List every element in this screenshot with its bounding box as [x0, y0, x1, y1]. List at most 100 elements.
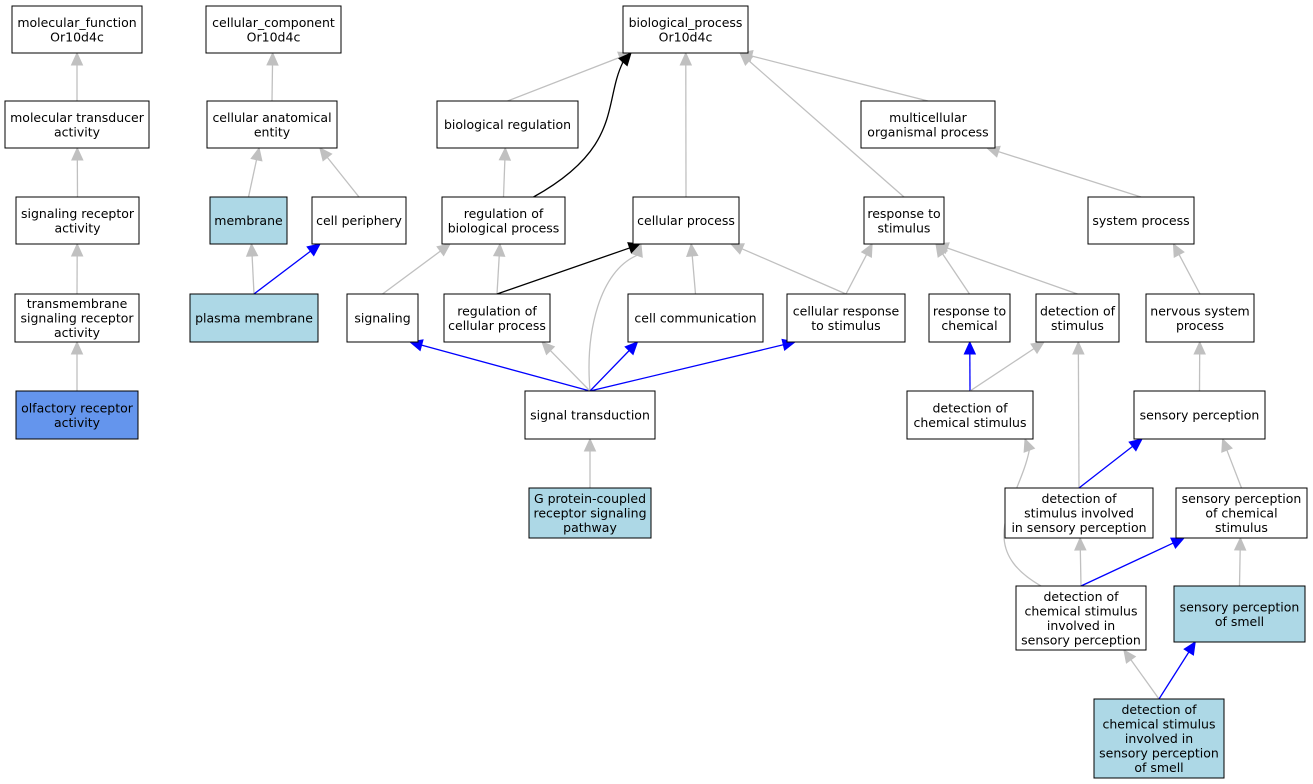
go-term-label-line: biological regulation — [444, 117, 571, 132]
edge-line — [751, 55, 929, 102]
relation-edge-is-a — [1233, 536, 1247, 587]
go-term-label-line: response to — [933, 303, 1006, 318]
go-term-label-line: stimulus involved — [1024, 506, 1134, 521]
edge-line — [421, 344, 591, 392]
go-term-label-line: molecular_function — [17, 15, 136, 30]
relation-edge-is-a — [1123, 649, 1160, 700]
edge-arrowhead — [1183, 640, 1196, 656]
go-term-label-line: chemical stimulus — [1102, 717, 1215, 732]
go-term-label-line: organismal process — [867, 124, 988, 139]
go-term-label-line: cellular anatomical — [212, 110, 331, 125]
edge-arrowhead — [1074, 536, 1087, 551]
edge-arrowhead — [319, 147, 333, 162]
edge-line — [253, 250, 311, 295]
relation-edge-is-a — [679, 51, 693, 198]
go-term-label-line: Or10d4c — [659, 29, 713, 44]
relation-edge-is-a — [588, 242, 643, 392]
edge-arrowhead — [436, 243, 451, 257]
relation-edge-is-a — [738, 50, 929, 102]
go-term-label-line: process — [1176, 318, 1224, 333]
go-term-label-line: chemical stimulus — [913, 415, 1026, 430]
go-term-label-line: detection of — [1121, 702, 1197, 717]
go-term-label-line: biological_process — [629, 15, 743, 30]
edge-arrowhead — [679, 51, 693, 66]
go-term-label-line: regulation of — [464, 206, 544, 221]
go-term-label-line: plasma membrane — [195, 311, 313, 326]
go-term-node-signal-transduction: signal transduction — [524, 390, 656, 440]
edge-line — [1226, 449, 1243, 489]
go-term-label-line: signaling receptor — [21, 206, 135, 221]
edge-line — [589, 344, 784, 392]
go-term-label-line: involved in — [1125, 731, 1193, 746]
go-term-label-line: detection of — [1040, 303, 1116, 318]
edge-arrowhead — [860, 242, 873, 258]
go-term-box — [15, 196, 140, 245]
go-term-box — [1175, 487, 1308, 539]
go-term-label-line: regulation of — [457, 303, 537, 318]
edge-line — [1238, 549, 1241, 587]
edge-arrowhead — [1072, 340, 1085, 355]
edge-line — [741, 248, 847, 295]
edge-line — [748, 60, 905, 198]
go-term-label-line: molecular transducer — [10, 110, 145, 125]
go-term-label-line: of chemical — [1205, 506, 1277, 521]
go-term-label-line: activity — [54, 325, 101, 340]
go-term-label-line: signal transduction — [530, 408, 650, 423]
go-term-box — [1015, 585, 1147, 651]
go-term-box — [632, 196, 740, 245]
relation-edge-is-a — [541, 341, 591, 392]
go-term-label-line: cell communication — [634, 311, 756, 326]
edge-arrowhead — [492, 242, 506, 257]
go-term-label-line: membrane — [214, 213, 283, 228]
relation-edge-part-of — [253, 243, 321, 295]
go-term-box — [11, 5, 143, 54]
edge-line — [247, 159, 258, 198]
go-term-box — [15, 390, 139, 440]
edge-arrowhead — [1233, 536, 1247, 551]
edge-line — [1077, 353, 1080, 489]
relation-edge-part-of — [589, 341, 639, 392]
relation-edge-is-a — [71, 146, 84, 198]
edge-line — [947, 247, 1078, 295]
relation-edge-part-of — [963, 340, 977, 392]
go-term-box — [524, 390, 656, 440]
edge-arrowhead — [245, 242, 259, 257]
go-term-label-line: sensory perception — [1140, 408, 1260, 423]
edge-line — [845, 254, 868, 295]
edge-line — [382, 250, 441, 295]
go-term-node-sensory-perception: sensory perception — [1133, 390, 1266, 440]
go-term-label-line: multicellular — [889, 110, 968, 125]
relation-edge-is-a — [729, 243, 847, 295]
edge-arrowhead — [71, 146, 84, 161]
edge-arrowhead — [498, 146, 512, 161]
go-term-label-line: Or10d4c — [50, 29, 104, 44]
relation-edge-part-of — [1158, 640, 1196, 700]
go-term-box — [441, 196, 566, 245]
edge-line — [969, 348, 1035, 392]
go-term-box — [311, 196, 407, 245]
go-term-box — [860, 100, 996, 149]
go-term-node-system-process: system process — [1087, 196, 1195, 245]
go-term-label-line: stimulus — [1051, 318, 1104, 333]
relation-edge-part-of — [408, 339, 591, 392]
go-term-label-line: olfactory receptor — [21, 400, 134, 415]
edge-arrowhead — [1128, 438, 1143, 452]
go-term-label-line: response to — [867, 206, 940, 221]
go-term-box — [1173, 585, 1306, 643]
edge-arrowhead — [624, 341, 639, 356]
edge-line — [326, 156, 360, 198]
relation-edge-is-a — [1072, 340, 1085, 489]
relation-edge-is-a — [934, 242, 1078, 295]
go-term-box — [528, 487, 652, 539]
relation-edge-is-a — [266, 51, 279, 102]
go-term-label-line: of smell — [1215, 614, 1264, 629]
go-term-node-cell-periphery: cell periphery — [311, 196, 407, 245]
go-term-label-line: activity — [54, 220, 101, 235]
